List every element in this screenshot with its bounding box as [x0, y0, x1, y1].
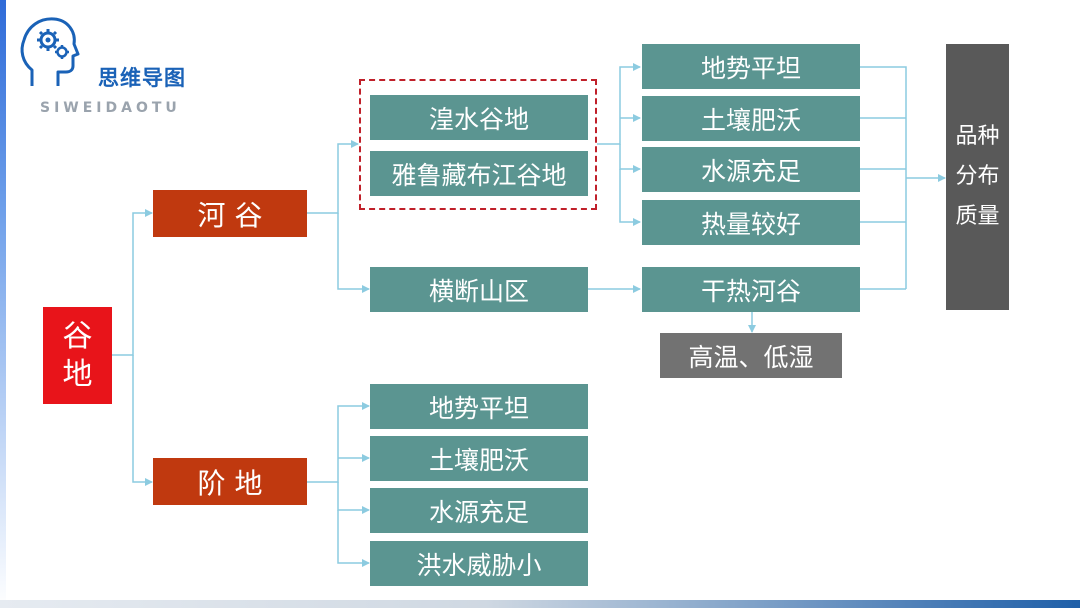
- node-terrace-fertile-soil: 土壤肥沃: [370, 436, 588, 481]
- valley-group-highlight: [359, 79, 597, 210]
- node-valley-ample-water: 水源充足: [642, 147, 860, 192]
- node-huangshui-valley: 湟水谷地: [370, 95, 588, 140]
- bottom-accent-bar: [0, 600, 1080, 608]
- logo: 思维导图 SIWEIDAOTU: [18, 12, 218, 116]
- root-node-valley-land: 谷 地: [43, 307, 112, 404]
- branch-river-valley: 河 谷: [153, 190, 307, 237]
- node-dry-hot-valley: 干热河谷: [642, 267, 860, 312]
- node-high-temp-low-humidity: 高温、低湿: [660, 333, 842, 378]
- node-terrace-low-flood-threat: 洪水威胁小: [370, 541, 588, 586]
- logo-title-en: SIWEIDAOTU: [40, 100, 181, 116]
- node-valley-flat-terrain: 地势平坦: [642, 44, 860, 89]
- node-terrace-ample-water: 水源充足: [370, 488, 588, 533]
- logo-title-cn: 思维导图: [98, 66, 186, 90]
- node-valley-good-heat: 热量较好: [642, 200, 860, 245]
- node-hengduan-mountains: 横断山区: [370, 267, 588, 312]
- head-gears-icon: [20, 17, 80, 86]
- left-accent-bar: [0, 0, 6, 608]
- node-variety-distribution-quality: 品种 分布 质量: [946, 44, 1009, 310]
- node-terrace-flat-terrain: 地势平坦: [370, 384, 588, 429]
- branch-terrace: 阶 地: [153, 458, 307, 505]
- node-valley-fertile-soil: 土壤肥沃: [642, 96, 860, 141]
- node-yarlung-valley: 雅鲁藏布江谷地: [370, 151, 588, 196]
